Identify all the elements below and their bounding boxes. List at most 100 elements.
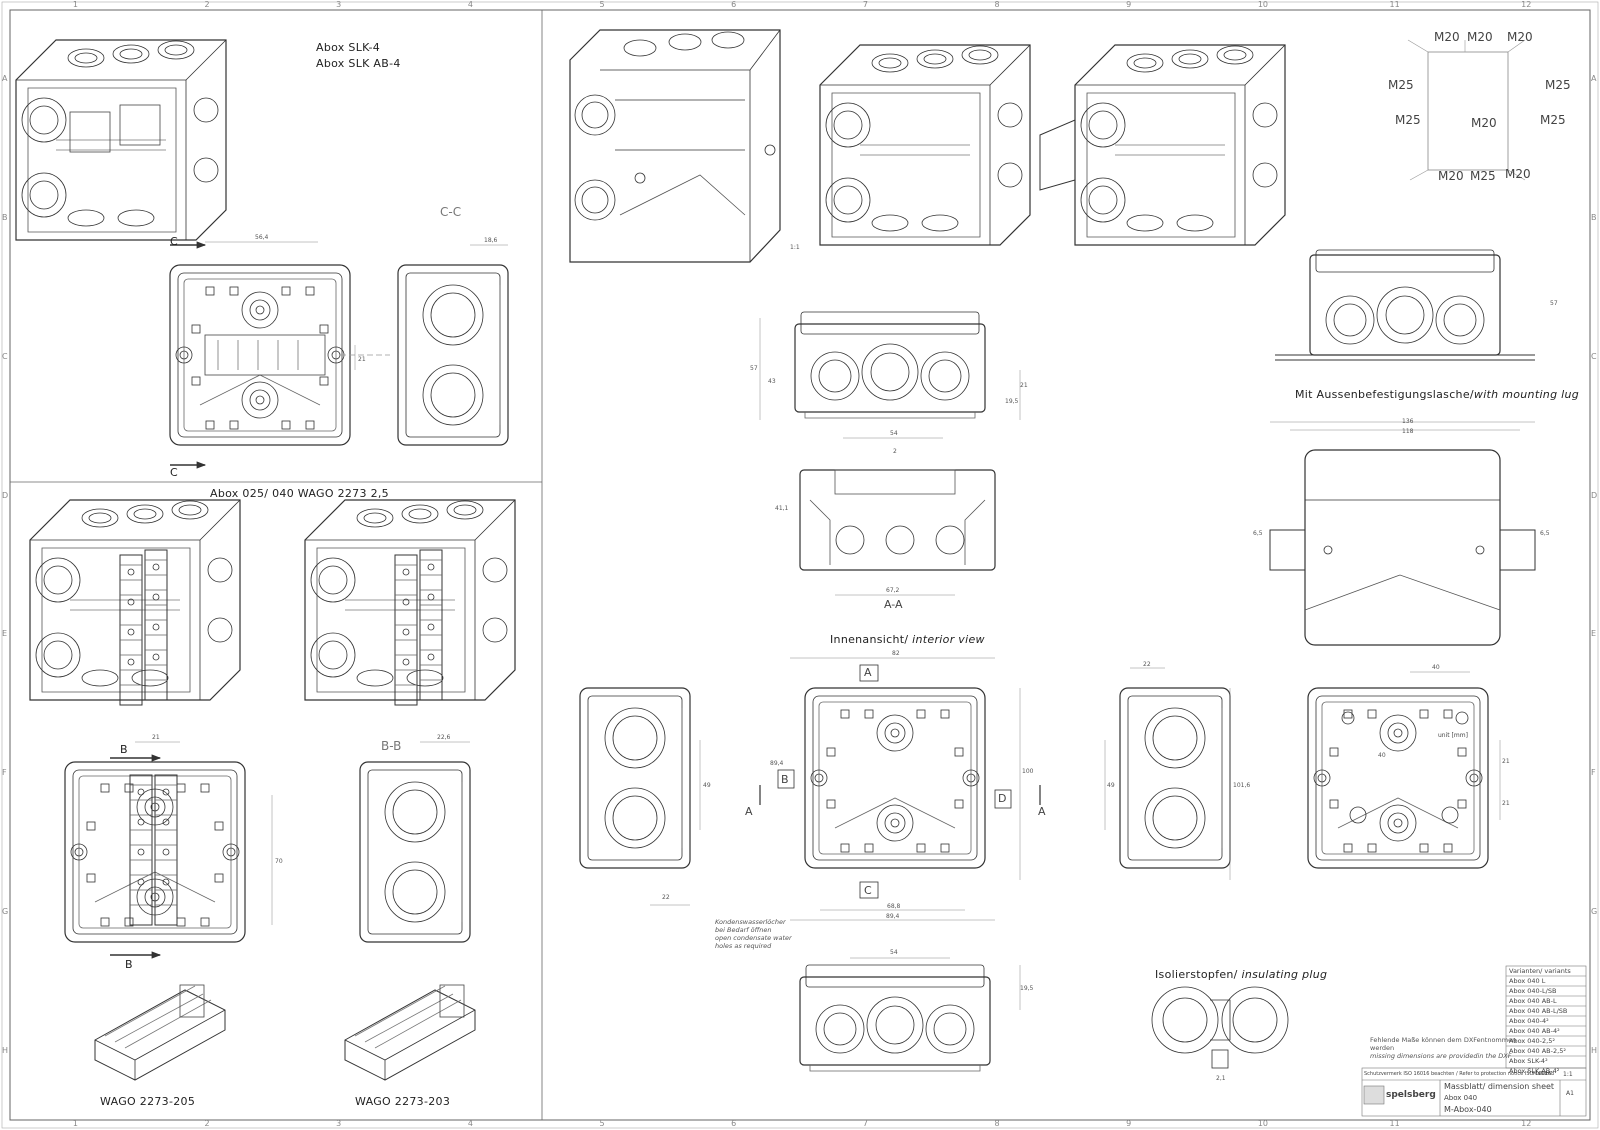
dim-43: 43 [768, 378, 776, 385]
condensate-note-4: holes as required [715, 942, 772, 950]
lug-front-view [1269, 421, 1536, 646]
scale-label: Maßstab [1533, 1071, 1555, 1077]
left-side-view [579, 687, 691, 869]
grid-row-A-r: A [1591, 74, 1597, 84]
cut-c-top: C [170, 235, 178, 248]
cut-c-bottom: C [170, 466, 178, 479]
grid-row-H-l: H [2, 1045, 9, 1055]
dim-82: 82 [892, 650, 900, 657]
aa-section-view [799, 469, 996, 596]
dim-89-4-v: 89,4 [770, 760, 784, 767]
dim-118: 118 [1402, 428, 1414, 435]
grid-col-5-top: 5 [599, 0, 605, 9]
wago-iso-strip-1a [119, 554, 143, 706]
section-a-box [859, 664, 879, 682]
dim-2: 2 [893, 448, 897, 455]
cut-b-top: B [120, 743, 128, 756]
dim-40-a: 40 [1432, 664, 1440, 671]
grid-col-8-bot: 8 [994, 1119, 1000, 1128]
closed-iso-view [569, 29, 781, 263]
dim-67-2: 67,2 [886, 587, 900, 594]
grid-col-4-bot: 4 [467, 1119, 473, 1128]
section-a-letter: A [864, 666, 872, 679]
grid-col-3-bot: 3 [336, 1119, 342, 1128]
grid-col-9-bot: 9 [1126, 1119, 1132, 1128]
wago-iso-strip-1b [144, 549, 168, 701]
grid-row-F-r: F [1591, 768, 1596, 778]
lug-heading: Mit Aussenbefestigungslasche/with mounti… [1295, 388, 1579, 401]
entry-bottom-2: M25 [1470, 169, 1496, 183]
front-view-top [794, 311, 986, 419]
section-d-letter: D [998, 792, 1007, 805]
variant-1: Abox 040 L [1509, 977, 1546, 985]
variant-3: Abox 040 AB-L [1509, 997, 1557, 1005]
entry-left-1: M25 [1388, 78, 1414, 92]
variant-8: Abox 040 AB-2,5² [1509, 1047, 1566, 1055]
iso-mounting-lug [1039, 119, 1076, 191]
dim-22-a: 22 [662, 894, 670, 901]
slk-heading-2: Abox SLK AB-4 [316, 57, 401, 70]
wago-iso-strip-2b [419, 549, 443, 701]
variant-10: Abox SLK AB-4² [1509, 1067, 1560, 1075]
dim-40-b: 40 [1378, 752, 1386, 759]
grid-row-C-l: C [2, 351, 8, 361]
dim-21-c: 21 [1020, 382, 1028, 389]
variants-header: Varianten/ variants [1509, 967, 1571, 975]
unit-label: unit [mm] [1438, 732, 1468, 739]
grid-col-7-top: 7 [862, 0, 868, 9]
dim-68-8: 68,8 [887, 903, 901, 910]
grid-row-F-l: F [2, 768, 7, 778]
section-aa-label: A-A [884, 598, 903, 611]
sheet-product: Abox 040 [1444, 1094, 1478, 1102]
entry-right-1: M25 [1545, 78, 1571, 92]
entry-bottom-3: M20 [1505, 167, 1531, 181]
dim-57-b: 57 [1550, 300, 1558, 307]
missing-note-3: missing dimensions are providedin the DX… [1370, 1052, 1512, 1060]
company-logo-text: spelsberg [1386, 1090, 1436, 1100]
variant-4: Abox 040 AB-L/SB [1509, 1007, 1568, 1015]
grid-col-12-bot: 12 [1521, 1119, 1532, 1128]
open-iso-view [819, 44, 1031, 246]
dim-21-b: 21 [152, 734, 160, 741]
grid-row-B-l: B [2, 213, 8, 223]
slk-cc-section [397, 264, 509, 446]
grid-col-8-top: 8 [994, 0, 1000, 9]
wago-box-heading: Abox 025/ 040 WAGO 2273 2,5 [210, 487, 389, 500]
interior-heading-de: Innenansicht/ [830, 633, 913, 646]
grid-col-9-top: 9 [1126, 0, 1132, 9]
wago-205-label: WAGO 2273-205 [100, 1095, 196, 1108]
wago-205-part [94, 985, 226, 1081]
scale-value: 1:1 [1563, 1071, 1573, 1078]
lug-heading-de: Mit Aussenbefestigungslasche/ [1295, 388, 1474, 401]
wago-203-label: WAGO 2273-203 [355, 1095, 451, 1108]
dim-136: 136 [1402, 418, 1414, 425]
dim-22-b: 22 [1143, 661, 1151, 668]
plug-heading-de: Isolierstopfen/ [1155, 968, 1242, 981]
grid-col-3-top: 3 [336, 0, 342, 9]
open-iso-view-lug [1074, 44, 1286, 246]
grid-row-C-r: C [1591, 351, 1597, 361]
dim-49-a: 49 [703, 782, 711, 789]
entry-right-2: M25 [1540, 113, 1566, 127]
grid-row-D-r: D [1591, 490, 1598, 500]
grid-col-10-bot: 10 [1257, 1119, 1269, 1128]
slk-top-view [169, 264, 351, 446]
dim-21-e: 21 [1502, 800, 1510, 807]
grid-col-5-bot: 5 [599, 1119, 605, 1128]
dim-2-1: 2,1 [1216, 1075, 1226, 1082]
entry-center: M20 [1471, 116, 1497, 130]
title-block-frame [1361, 965, 1587, 1117]
dim-89-4-h: 89,4 [886, 913, 900, 920]
section-d-box [994, 789, 1012, 809]
missing-dims-note: Fehlende Maße können dem DXFentnommen we… [1370, 1036, 1516, 1060]
sheet-title: Massblatt/ dimension sheet [1444, 1082, 1555, 1091]
dim-101-6: 101,6 [1233, 782, 1251, 789]
variant-2: Abox 040-L/SB [1509, 987, 1557, 995]
section-bb-label: B-B [381, 739, 402, 753]
dim-19-5-a: 19,5 [1005, 398, 1019, 405]
grid-row-H-r: H [1591, 1045, 1598, 1055]
section-b-letter: B [781, 773, 789, 786]
section-c-box [859, 881, 879, 899]
interior-top-view [804, 687, 986, 869]
